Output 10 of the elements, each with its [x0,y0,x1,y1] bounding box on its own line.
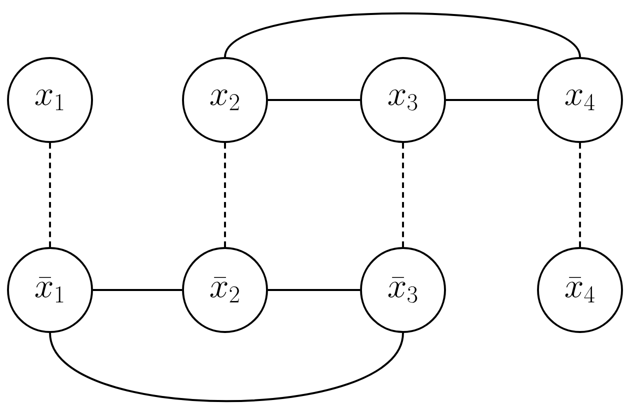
dashed-line [402,142,404,247]
edge-line [268,289,360,291]
edge-line [93,289,182,291]
edge-line [49,332,404,402]
edge-line [268,99,360,101]
edge-line [446,99,538,101]
dashed-line [224,142,226,247]
dashed-line [49,142,51,247]
dashed-line [579,142,581,247]
edge-line [224,12,581,58]
